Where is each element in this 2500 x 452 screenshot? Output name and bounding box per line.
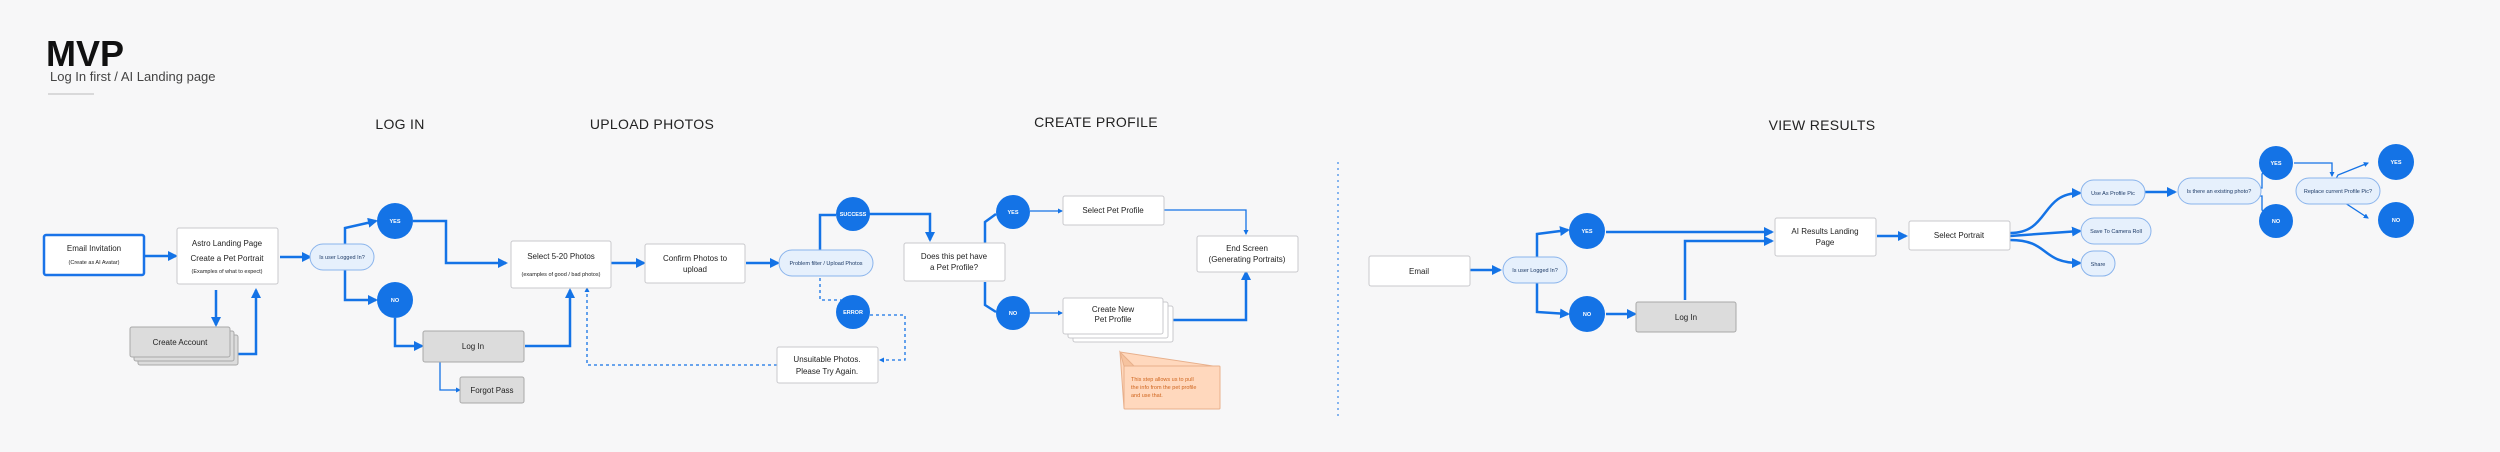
- svg-text:the info from the pet profile: the info from the pet profile: [1131, 385, 1196, 391]
- svg-text:Select Pet Profile: Select Pet Profile: [1082, 206, 1144, 215]
- node-create-account[interactable]: Create Account: [129, 326, 239, 366]
- decision-logged-in-2[interactable]: Is user Logged In?: [1502, 256, 1568, 284]
- badge-yes-results: YES: [1569, 213, 1605, 249]
- svg-text:(Create as AI Avatar): (Create as AI Avatar): [69, 260, 120, 266]
- decision-existing-photo[interactable]: Is there an existing photo?: [2177, 177, 2262, 205]
- node-end-screen[interactable]: End Screen (Generating Portraits): [1196, 235, 1299, 273]
- svg-text:Is user Logged In?: Is user Logged In?: [319, 255, 365, 261]
- decision-logged-in-1[interactable]: Is user Logged In?: [309, 243, 375, 271]
- svg-text:YES: YES: [1007, 210, 1018, 216]
- section-login: LOG IN: [375, 116, 424, 132]
- badge-yes-replace: YES: [2378, 144, 2414, 180]
- svg-text:Log In: Log In: [462, 342, 484, 351]
- svg-text:Forgot Pass: Forgot Pass: [470, 386, 513, 395]
- badge-error: ERROR: [836, 295, 870, 329]
- node-ai-results[interactable]: AI Results Landing Page: [1774, 217, 1877, 257]
- action-share[interactable]: Share: [2080, 250, 2116, 277]
- svg-text:This step allows us to pull: This step allows us to pull: [1131, 377, 1194, 383]
- svg-text:ERROR: ERROR: [843, 310, 863, 316]
- node-select-photos[interactable]: Select 5-20 Photos (examples of good / b…: [510, 240, 612, 289]
- svg-text:Problem filter / Upload Photos: Problem filter / Upload Photos: [789, 261, 862, 267]
- decision-problem-filter[interactable]: Problem filter / Upload Photos: [778, 249, 874, 277]
- svg-text:and use that.: and use that.: [1131, 393, 1163, 399]
- svg-text:End Screen: End Screen: [1226, 244, 1268, 253]
- svg-text:(Generating Portraits): (Generating Portraits): [1209, 255, 1286, 264]
- section-upload-photos: UPLOAD PHOTOS: [590, 116, 714, 132]
- svg-text:Create New: Create New: [1092, 305, 1134, 314]
- svg-text:NO: NO: [2392, 218, 2401, 224]
- node-log-in-2[interactable]: Log In: [1635, 301, 1737, 333]
- svg-text:Is user Logged In?: Is user Logged In?: [1512, 268, 1558, 274]
- badge-yes-login: YES: [377, 203, 413, 239]
- svg-text:Confirm Photos to: Confirm Photos to: [663, 254, 728, 263]
- node-email[interactable]: Email: [1368, 255, 1471, 287]
- svg-text:Email: Email: [1409, 267, 1429, 276]
- svg-text:Create Account: Create Account: [153, 338, 208, 347]
- badge-success: SUCCESS: [836, 197, 870, 231]
- svg-text:YES: YES: [2390, 160, 2401, 166]
- connectors: [144, 162, 2369, 393]
- badge-no-login: NO: [377, 282, 413, 318]
- svg-text:Unsuitable Photos.: Unsuitable Photos.: [793, 355, 860, 364]
- svg-text:NO: NO: [1009, 311, 1018, 317]
- svg-text:upload: upload: [683, 265, 707, 274]
- node-select-portrait[interactable]: Select Portrait: [1908, 220, 2011, 251]
- svg-text:YES: YES: [389, 219, 400, 225]
- svg-text:Replace current Profile Pic?: Replace current Profile Pic?: [2304, 189, 2372, 195]
- node-create-pet-profile[interactable]: Create New Pet Profile: [1062, 297, 1174, 343]
- action-use-as-profile[interactable]: Use As Profile Pic: [2080, 179, 2146, 206]
- svg-text:YES: YES: [2270, 161, 2281, 167]
- decision-has-pet-profile[interactable]: Does this pet have a Pet Profile?: [903, 242, 1006, 282]
- svg-text:Use As Profile Pic: Use As Profile Pic: [2091, 191, 2135, 197]
- node-astro-landing-page[interactable]: Astro Landing Page Create a Pet Portrait…: [176, 227, 279, 285]
- page-subtitle: Log In first / AI Landing page: [50, 69, 216, 84]
- badge-no-results: NO: [1569, 296, 1605, 332]
- node-confirm-photos[interactable]: Confirm Photos to upload: [644, 243, 746, 284]
- svg-text:Select Portrait: Select Portrait: [1934, 231, 1985, 240]
- svg-text:Email Invitation: Email Invitation: [67, 244, 121, 253]
- svg-text:Does this pet have: Does this pet have: [921, 252, 988, 261]
- badge-yes-profile: YES: [996, 195, 1030, 229]
- svg-text:(examples of good / bad photos: (examples of good / bad photos): [522, 272, 601, 278]
- node-select-pet-profile[interactable]: Select Pet Profile: [1062, 195, 1165, 226]
- svg-text:SUCCESS: SUCCESS: [840, 212, 867, 218]
- svg-text:Save To Camera Roll: Save To Camera Roll: [2090, 229, 2142, 235]
- svg-text:Please Try Again.: Please Try Again.: [796, 367, 858, 376]
- node-forgot-pass[interactable]: Forgot Pass: [459, 376, 525, 404]
- node-unsuitable-photos[interactable]: Unsuitable Photos. Please Try Again.: [776, 346, 879, 384]
- action-save-to-camera[interactable]: Save To Camera Roll: [2080, 217, 2152, 245]
- svg-text:Pet Profile: Pet Profile: [1095, 315, 1132, 324]
- svg-text:a Pet Profile?: a Pet Profile?: [930, 263, 979, 272]
- svg-text:Create a Pet Portrait: Create a Pet Portrait: [191, 254, 265, 263]
- svg-text:Log In: Log In: [1675, 313, 1697, 322]
- section-create-profile: CREATE PROFILE: [1034, 114, 1158, 130]
- page-title: MVP: [46, 33, 124, 74]
- svg-text:AI Results Landing: AI Results Landing: [1791, 227, 1858, 236]
- decision-replace-profile[interactable]: Replace current Profile Pic?: [2295, 177, 2381, 205]
- svg-text:NO: NO: [1583, 312, 1592, 318]
- svg-text:YES: YES: [1581, 229, 1592, 235]
- section-view-results: VIEW RESULTS: [1769, 117, 1876, 133]
- svg-text:(Examples of what to expect): (Examples of what to expect): [192, 269, 263, 275]
- svg-text:NO: NO: [2272, 219, 2281, 225]
- node-email-invitation[interactable]: Email Invitation (Create as AI Avatar): [42, 233, 146, 277]
- svg-text:NO: NO: [391, 298, 400, 304]
- badge-no-replace: NO: [2378, 202, 2414, 238]
- svg-text:Astro Landing Page: Astro Landing Page: [192, 239, 263, 248]
- sticky-note: This step allows us to pull the info fro…: [1118, 350, 1221, 410]
- svg-text:Is there an existing photo?: Is there an existing photo?: [2187, 189, 2252, 195]
- node-log-in[interactable]: Log In: [422, 330, 525, 363]
- badge-yes-existing: YES: [2259, 146, 2293, 180]
- svg-text:Page: Page: [1816, 238, 1835, 247]
- badge-no-profile: NO: [996, 296, 1030, 330]
- badge-no-existing: NO: [2259, 204, 2293, 238]
- svg-text:Share: Share: [2091, 262, 2106, 268]
- svg-text:Select 5-20 Photos: Select 5-20 Photos: [527, 252, 595, 261]
